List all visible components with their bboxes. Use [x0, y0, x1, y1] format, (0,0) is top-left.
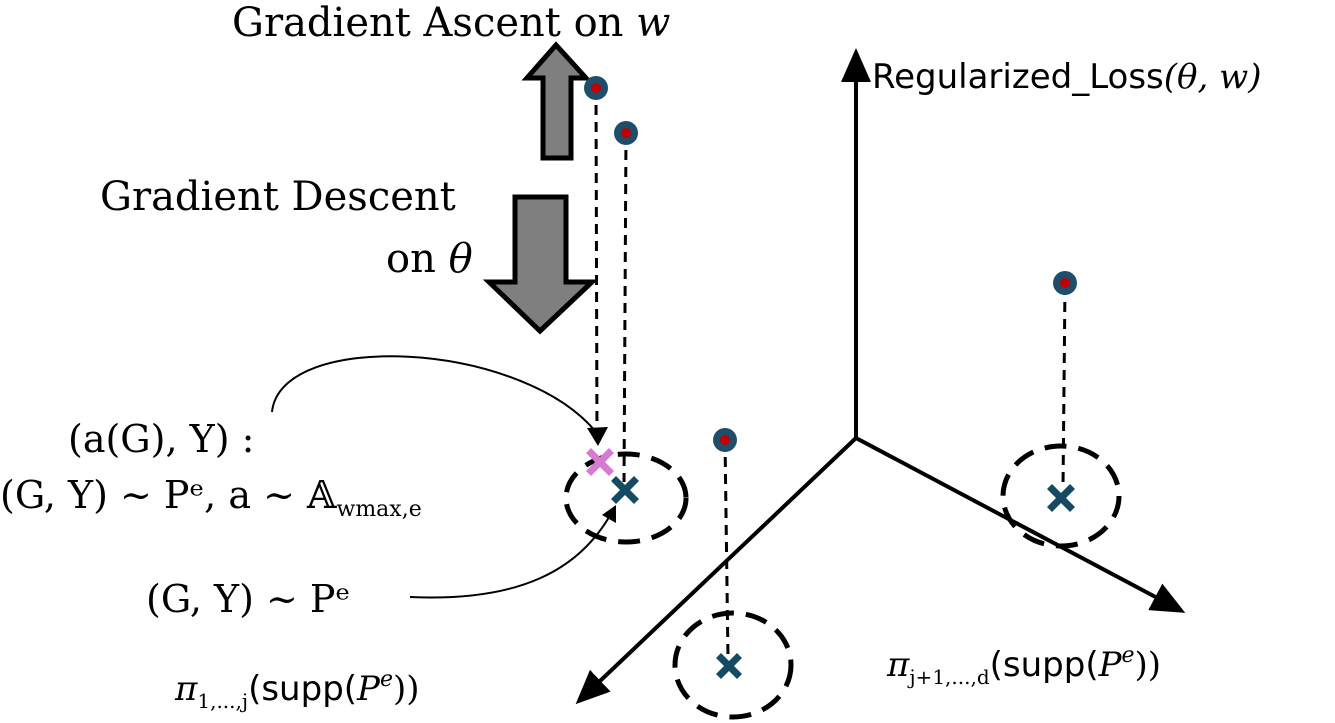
cluster-ellipse-bottom [672, 610, 794, 720]
cross-bottom [716, 653, 742, 679]
cross-right [1047, 484, 1075, 512]
gradient-ascent-label: Gradient Ascent on w [232, 0, 670, 46]
drop-arrowhead [587, 427, 608, 446]
loss-point-4 [1053, 271, 1077, 295]
connector-augmented [271, 355, 597, 433]
drop-line-3 [723, 439, 730, 659]
gradient-descent-arrow [482, 194, 599, 335]
drop-line-4 [1061, 284, 1067, 489]
x-axis-right [855, 436, 1186, 613]
drop-line-1 [594, 87, 599, 439]
cross-original-left [611, 476, 639, 504]
gradient-ascent-arrow [521, 41, 592, 161]
sample-crosses [586, 448, 1075, 679]
coordinate-axes [575, 48, 1186, 705]
cross-augmented [586, 448, 614, 476]
labels: Gradient Ascent on w Gradient Descent on… [0, 0, 1262, 713]
connector-original [409, 511, 613, 599]
loss-points [584, 76, 1077, 452]
x-axis-left [575, 436, 858, 705]
original-sample-label: (G, Y) ~ Pᵉ [146, 577, 350, 621]
gradient-descent-label-line2: on θ [386, 236, 473, 282]
connector-arrows [271, 355, 616, 599]
gradient-descent-label-line1: Gradient Descent [100, 174, 456, 220]
augmented-sample-label-line1: (a(G), Y) : [68, 417, 254, 461]
projection-axis-right-label: πj+1,...,d(supp(Pe)) [886, 643, 1161, 689]
drop-lines [587, 87, 1067, 659]
loss-point-3 [713, 428, 737, 452]
loss-point-2 [614, 121, 638, 145]
z-axis-label: Regularized_Loss(θ, w) [872, 57, 1262, 97]
loss-point-1 [584, 76, 608, 100]
drop-line-2 [622, 132, 628, 483]
support-clusters [563, 443, 1122, 720]
connector-original-head [602, 505, 616, 523]
cluster-ellipse-right [1000, 443, 1122, 549]
cluster-ellipse-left [563, 451, 689, 545]
augmented-sample-label-line2: (G, Y) ~ Pᵉ, a ~ 𝔸wmax,e [0, 473, 422, 522]
projection-axis-left-label: π1,...,j(supp(Pe)) [174, 667, 420, 713]
